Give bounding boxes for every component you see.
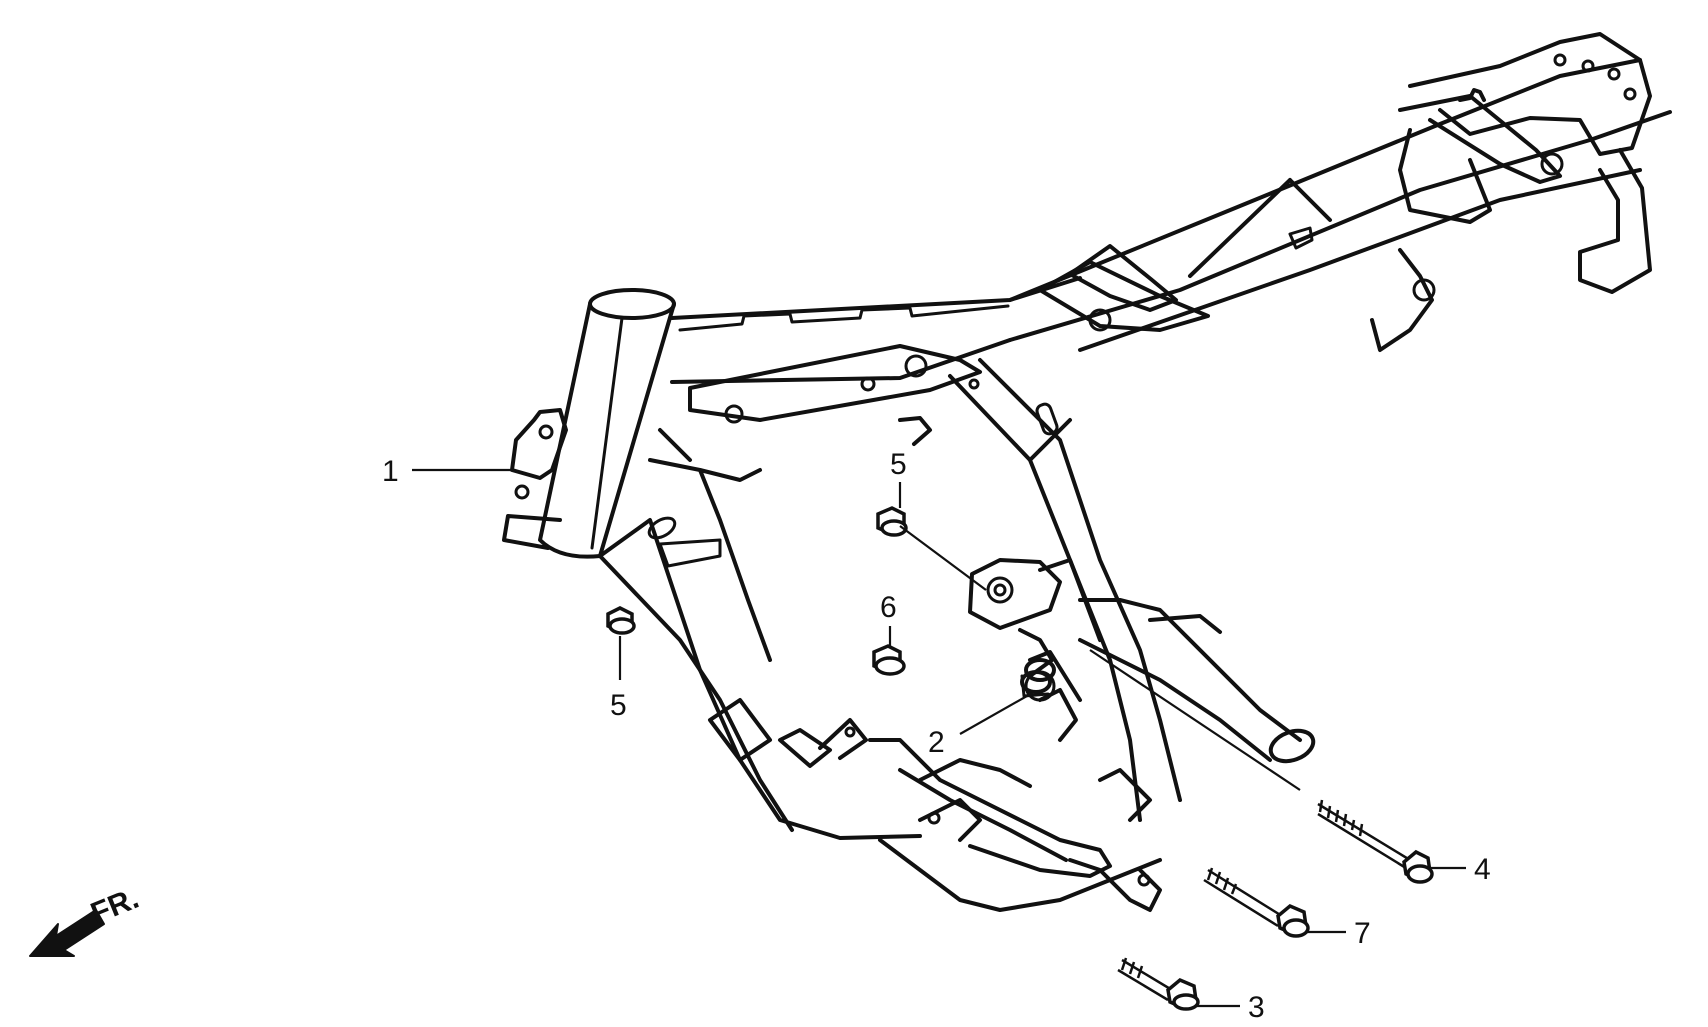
callout-5-upper: 5: [890, 448, 907, 481]
frame-body: [502, 32, 1672, 912]
callout-4: 4: [1474, 853, 1491, 886]
leader-lines: [412, 468, 1466, 1008]
callout-7: 7: [1354, 917, 1371, 950]
leader-4-to-frame: [1089, 649, 1301, 791]
arrow-front-icon: [29, 909, 105, 957]
down-tube-cradle: [598, 428, 922, 840]
callout-labels: 1 2 3 4 5 5 6 7: [382, 448, 1491, 1024]
flange-nut-lower: [606, 606, 636, 635]
flange-bolt-three: [1117, 957, 1200, 1011]
callout-6: 6: [880, 591, 897, 624]
head-pipe: [502, 288, 676, 559]
flange-nut-upper: [876, 506, 908, 537]
callout-1: 1: [382, 455, 399, 488]
callout-3: 3: [1248, 991, 1265, 1024]
rear-subframe: [1008, 32, 1672, 352]
leader-2: [959, 691, 1035, 735]
flange-bolt-four: [1317, 799, 1434, 884]
flange-bolt-seven: [1203, 867, 1310, 938]
lower-cradle: [868, 738, 1162, 912]
front-label: FR.: [86, 882, 143, 931]
engine-mount-collar: [1020, 670, 1052, 698]
front-direction-indicator: FR.: [29, 882, 143, 957]
leader-5-upper-to-frame: [899, 525, 987, 591]
center-section: [968, 558, 1316, 764]
callout-5-lower: 5: [610, 689, 627, 722]
flange-nut-six: [872, 644, 906, 676]
callout-2: 2: [928, 726, 945, 759]
